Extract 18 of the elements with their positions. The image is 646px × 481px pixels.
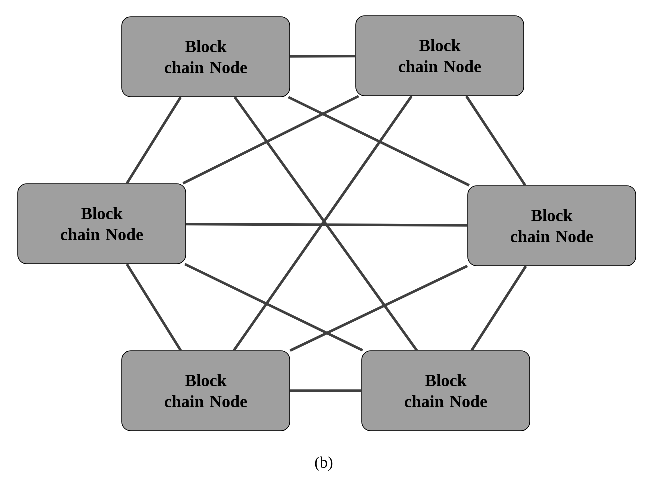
connector-line [126,96,182,184]
connector-line [290,55,356,58]
connector-line [290,390,362,392]
connector-line [290,265,468,352]
node-box: Block chain Node [122,350,290,432]
connector-line [186,223,468,227]
connector-line [126,264,182,352]
node-box: Block chain Node [468,186,636,266]
connector-line [470,266,528,352]
connector-line [184,263,364,352]
connector-line [182,95,360,185]
connector-line [466,96,526,186]
node-box: Block chain Node [18,184,186,264]
node-box: Block chain Node [362,350,530,432]
node-box: Block chain Node [356,16,524,96]
caption: (b) [315,456,333,472]
node-box: Block chain Node [122,16,290,98]
connector-line [288,96,470,187]
